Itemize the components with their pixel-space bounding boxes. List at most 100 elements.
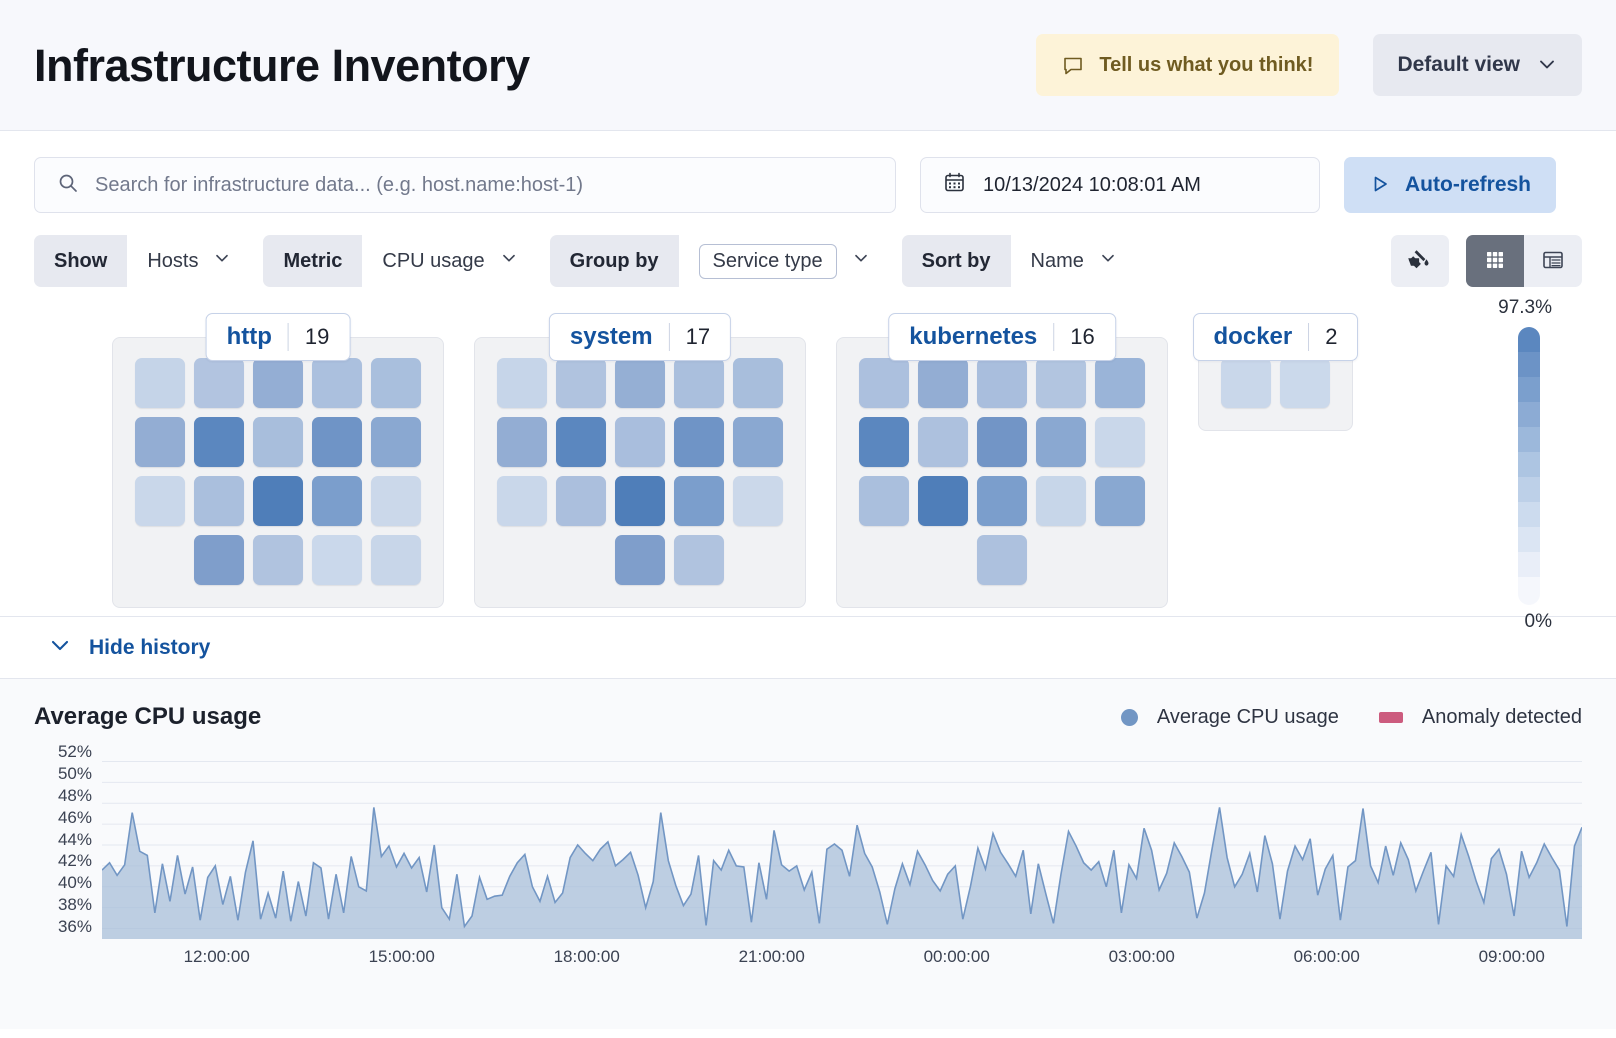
host-tile[interactable]: [674, 476, 724, 526]
x-tick-label: 21:00:00: [738, 947, 805, 966]
host-tile[interactable]: [556, 476, 606, 526]
host-tile[interactable]: [674, 535, 724, 585]
host-tile[interactable]: [312, 476, 362, 526]
legend-item-anomaly-detected[interactable]: Anomaly detected: [1378, 706, 1582, 729]
host-tile[interactable]: [194, 417, 244, 467]
host-tile[interactable]: [497, 358, 547, 408]
legend-item-average-cpu-usage[interactable]: Average CPU usage: [1120, 705, 1339, 729]
filter-group-by-value[interactable]: Service type: [678, 235, 888, 287]
paint-bucket-icon-button[interactable]: [1391, 235, 1449, 287]
page-title: Infrastructure Inventory: [34, 39, 530, 91]
host-tile[interactable]: [312, 535, 362, 585]
host-tile[interactable]: [615, 417, 665, 467]
host-tile[interactable]: [497, 417, 547, 467]
auto-refresh-button[interactable]: Auto-refresh: [1344, 157, 1557, 213]
host-tile[interactable]: [194, 476, 244, 526]
host-tile[interactable]: [371, 417, 421, 467]
search-input-wrapper[interactable]: [34, 157, 896, 213]
host-tile[interactable]: [859, 417, 909, 467]
host-tile[interactable]: [1221, 358, 1271, 408]
host-tile[interactable]: [859, 358, 909, 408]
host-tile[interactable]: [733, 417, 783, 467]
host-tile[interactable]: [371, 535, 421, 585]
feedback-button[interactable]: Tell us what you think!: [1036, 34, 1340, 96]
host-tile[interactable]: [194, 358, 244, 408]
host-tile[interactable]: [1095, 476, 1145, 526]
grid-view-toggle[interactable]: [1466, 235, 1524, 287]
host-tile[interactable]: [497, 476, 547, 526]
host-tile[interactable]: [1095, 358, 1145, 408]
x-tick-label: 15:00:00: [368, 947, 435, 966]
hide-history-label: Hide history: [89, 635, 211, 659]
chart-plot-area[interactable]: [102, 751, 1582, 939]
host-tile[interactable]: [918, 358, 968, 408]
date-picker[interactable]: 10/13/2024 10:08:01 AM: [920, 157, 1320, 213]
host-tile[interactable]: [977, 358, 1027, 408]
filter-show: Show Hosts: [34, 235, 250, 287]
host-tile[interactable]: [615, 476, 665, 526]
host-tile[interactable]: [253, 535, 303, 585]
filter-show-value[interactable]: Hosts: [127, 235, 250, 287]
divider: [668, 323, 670, 351]
host-tile[interactable]: [253, 476, 303, 526]
host-tile[interactable]: [918, 476, 968, 526]
host-tile[interactable]: [135, 358, 185, 408]
host-tile[interactable]: [556, 417, 606, 467]
legend-label-average-cpu-usage: Average CPU usage: [1156, 705, 1339, 728]
host-tile[interactable]: [674, 417, 724, 467]
search-input[interactable]: [95, 173, 873, 197]
host-tile[interactable]: [733, 476, 783, 526]
host-tile[interactable]: [312, 358, 362, 408]
host-tile[interactable]: [977, 535, 1027, 585]
x-tick-label: 09:00:00: [1478, 947, 1545, 966]
host-tile[interactable]: [312, 417, 362, 467]
host-tile[interactable]: [674, 358, 724, 408]
host-tile[interactable]: [135, 476, 185, 526]
table-view-toggle[interactable]: [1524, 235, 1582, 287]
host-tile[interactable]: [1280, 358, 1330, 408]
scale-min-label: 0%: [1524, 611, 1552, 632]
host-tile[interactable]: [253, 358, 303, 408]
hide-history-toggle[interactable]: Hide history: [0, 617, 1616, 679]
tile-row: [135, 417, 421, 467]
filter-sort-by-value[interactable]: Name: [1010, 235, 1135, 287]
x-tick-label: 12:00:00: [183, 947, 250, 966]
view-toggle-group: [1466, 235, 1582, 287]
host-tile[interactable]: [135, 417, 185, 467]
host-tile[interactable]: [253, 417, 303, 467]
host-tile[interactable]: [615, 535, 665, 585]
host-tile[interactable]: [615, 358, 665, 408]
y-tick-label: 40%: [57, 873, 92, 893]
host-tile[interactable]: [556, 358, 606, 408]
host-tile[interactable]: [859, 476, 909, 526]
host-tile[interactable]: [1036, 417, 1086, 467]
chart-y-axis: 52%50%48%46%44%42%40%38%36%: [34, 743, 92, 935]
host-tile[interactable]: [371, 476, 421, 526]
host-tile[interactable]: [977, 476, 1027, 526]
host-tile[interactable]: [1095, 417, 1145, 467]
y-tick-label: 52%: [57, 742, 92, 761]
host-tile[interactable]: [1036, 358, 1086, 408]
host-tile[interactable]: [1036, 476, 1086, 526]
host-tile[interactable]: [194, 535, 244, 585]
group-name: system: [569, 323, 653, 350]
filter-row: Show Hosts Metric CPU usage Group by Ser…: [34, 235, 1582, 287]
default-view-button[interactable]: Default view: [1373, 34, 1582, 96]
filter-sort-by-label: Sort by: [901, 235, 1011, 287]
y-tick-label: 48%: [57, 785, 92, 805]
filter-metric-value[interactable]: CPU usage: [362, 235, 536, 287]
host-tile[interactable]: [371, 358, 421, 408]
host-tile[interactable]: [918, 417, 968, 467]
x-tick-label: 06:00:00: [1293, 947, 1360, 966]
host-tile[interactable]: [977, 417, 1027, 467]
host-tile[interactable]: [733, 358, 783, 408]
